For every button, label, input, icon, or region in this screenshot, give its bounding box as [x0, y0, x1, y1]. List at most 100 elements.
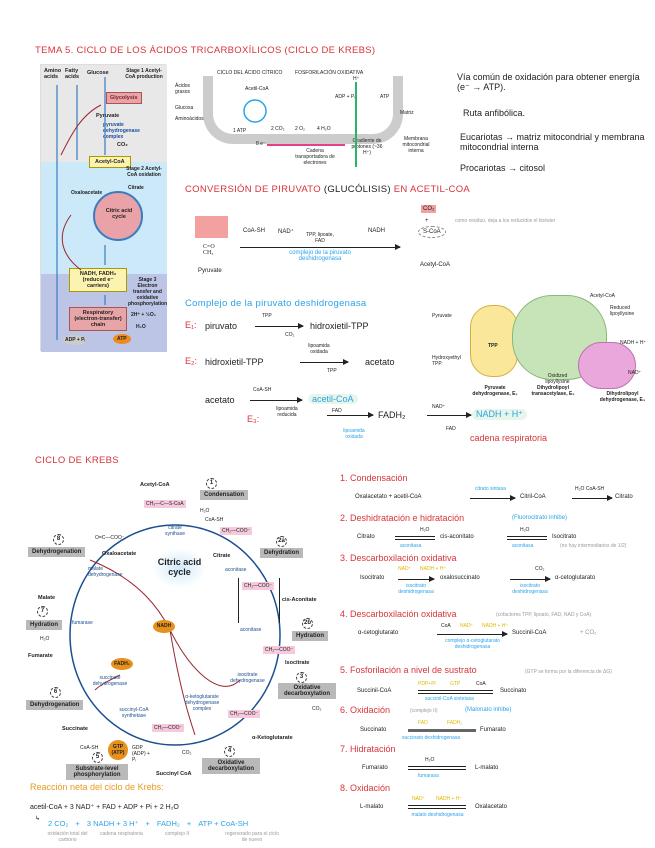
co2-label: CO₂ — [117, 142, 128, 148]
plus: + — [145, 819, 150, 828]
pdh-enzyme-label: complejo de la piruvato deshidrogenasa — [289, 250, 351, 262]
step4-substrate: α-cetoglutarato — [358, 630, 399, 636]
step7-product: L-malato — [475, 765, 499, 771]
net-note-chain: cadena respiratoria — [100, 831, 143, 837]
step5-substrate: Succinil-CoA — [357, 688, 392, 694]
acetyl-coa: Acetil-CoA — [245, 86, 269, 92]
o2-label: 2H⁺ + ½O₂ — [131, 312, 157, 318]
step1-substrate: Oxalacetato + acetil-CoA — [355, 494, 422, 500]
e3-nad: NAD⁺ — [432, 404, 446, 410]
step-6-label: Dehydrogenation — [26, 700, 84, 710]
co2-4: CO₂ — [182, 750, 192, 756]
step-7-label: Hydration — [26, 620, 63, 630]
step5-title: 5. Fosforilación a nivel de sustrato — [340, 665, 477, 675]
net-products: 2 CO₂ + 3 NADH + 3 H⁺ + FADH₂ + ATP + Co… — [48, 819, 248, 828]
step1-product: Citrato — [615, 494, 633, 500]
coash-1: CoA-SH — [205, 517, 224, 523]
step5-enzyme: succinil-CoA sintetasa — [425, 696, 474, 702]
e2-tpp: TPP — [327, 368, 337, 374]
matrix: Matriz — [400, 110, 414, 116]
overview-arrows — [56, 77, 106, 340]
chain-box: Respiratory (electron-transfer) chain — [69, 307, 127, 331]
net-co2: 2 CO₂ — [48, 819, 69, 828]
input-fatty-acids: Fatty acids — [65, 68, 80, 80]
glycolysis-box: Glycolysis — [106, 92, 142, 104]
net-note-regen: regenerado para el ciclo de nuevo — [225, 831, 279, 843]
e3-fad: FAD — [332, 408, 342, 414]
e2-product: acetato — [365, 357, 395, 367]
step6-complex: (complejo II) — [410, 708, 438, 714]
coash-5: CoA-SH — [80, 745, 99, 751]
step-3-label: Oxidative decarboxylation — [278, 683, 336, 699]
step4-product: Succinil-CoA — [512, 630, 547, 636]
cycle-arrows — [69, 524, 281, 746]
complex-heading: Complejo de la piruvato deshidrogenasa — [185, 298, 367, 309]
atp-label: ATP — [113, 334, 131, 344]
step4-arrow — [437, 631, 508, 637]
enzyme-fumarase: fumarase — [72, 620, 93, 626]
step3-title: 3. Descarboxilación oxidativa — [340, 553, 457, 563]
adp: ADP + Pᵢ — [335, 94, 356, 100]
step-4-label: Oxidative decarboxylation — [202, 758, 260, 774]
step1-enzyme: citrato sintasa — [475, 486, 506, 492]
step6-substrate: Succinato — [360, 727, 387, 733]
step4-coa: CoA — [441, 623, 451, 629]
diag-oxlip: Oxidized lipoyllysine — [545, 373, 570, 385]
step5-gdp: PDP+Pi — [418, 681, 436, 687]
e1-arrow — [255, 323, 304, 329]
step3-arrow-2 — [510, 576, 551, 582]
step-4-number: 4 — [224, 746, 235, 757]
step5-gtp: GTP — [450, 681, 461, 687]
succinate: Succinate — [62, 726, 88, 732]
h2o-1: H₂O — [200, 508, 210, 514]
enzyme-citrate-synthase: citrate synthase — [164, 525, 185, 537]
net-heading: Reacción neta del ciclo de Krebs: — [30, 782, 164, 792]
net-note-complex2: complejo II — [165, 831, 190, 837]
step6-title: 6. Oxidación — [340, 705, 391, 715]
fatty-acids: Ácidos grasos — [175, 83, 191, 95]
cycle-icon — [243, 99, 267, 123]
step8-nadh: NADH + H⁺ — [436, 796, 463, 802]
step6-product: Fumarato — [480, 727, 506, 733]
net-reactants: acetil-CoA + 3 NAD⁺ + FAD + ADP + Pi + 2… — [30, 804, 179, 811]
step8-enzyme: malato deshidrogenasa — [411, 812, 464, 818]
pyruvate-label: Pyruvate — [96, 113, 120, 119]
acetylcoa-box: Acetyl-CoA — [89, 156, 131, 168]
step1-arrow-1 — [470, 495, 516, 501]
oxphos-header: FOSFORILACIÓN OXIDATIVA — [295, 70, 364, 76]
step6-inhibitor: (Malonato inhibe) — [465, 707, 512, 713]
step3-enzyme-2: isocitrato deshidrogenasa — [512, 583, 548, 595]
net-atp-coash: ATP + CoA-SH — [198, 819, 249, 828]
nadh: NADH — [368, 228, 386, 234]
diag-acetylcoa: Acetyl-CoA — [590, 293, 616, 299]
step5-coa: CoA — [476, 681, 486, 687]
glucose: Glucosa — [175, 105, 194, 111]
oxaloacetate: Oxaloacetate — [102, 551, 137, 557]
step7-title: 7. Hidratación — [340, 744, 396, 754]
step2-product: Isocitrato — [552, 534, 577, 540]
plus-sign: + — [425, 218, 429, 224]
diag-redlip: Reduced lipoyllysine — [610, 305, 635, 317]
enzyme-mdh: malate dehydrogenase — [88, 566, 123, 578]
step2-eq-arrow-2 — [507, 536, 547, 540]
isocitrate: Isocitrate — [285, 660, 310, 666]
input-glucose: Glucose — [87, 70, 109, 76]
citrate-structure: CH₂—COO⁻ — [220, 527, 253, 535]
step3-nad: NAD⁺ — [398, 566, 412, 572]
carboxyl-highlight — [195, 216, 228, 238]
note-common-path: Vía común de oxidación para obtener ener… — [457, 72, 640, 92]
aconitate-structure: CH₂—COO⁻ — [242, 582, 275, 590]
step7-eq-arrow — [408, 766, 466, 770]
citrate: Citrate — [213, 553, 231, 559]
acetylcoa-structure: CH₃—C—S-CoA — [144, 500, 186, 508]
diag-e1: Pyruvate dehydrogenase, E₁ — [472, 385, 518, 397]
e1-product: hidroxietil-TPP — [310, 321, 369, 331]
enzyme-aconitase-2: aconitase — [240, 627, 262, 633]
e2-cofactor: lipoamida oxidada — [308, 343, 330, 355]
step-7-number: 7 — [37, 606, 48, 617]
step7-enzyme: fumarasa — [418, 773, 439, 779]
nad: NAD⁺ — [278, 229, 294, 235]
step4-title: 4. Descarboxilación oxidativa — [340, 609, 457, 619]
scoa-group: S-CoA — [418, 226, 446, 238]
